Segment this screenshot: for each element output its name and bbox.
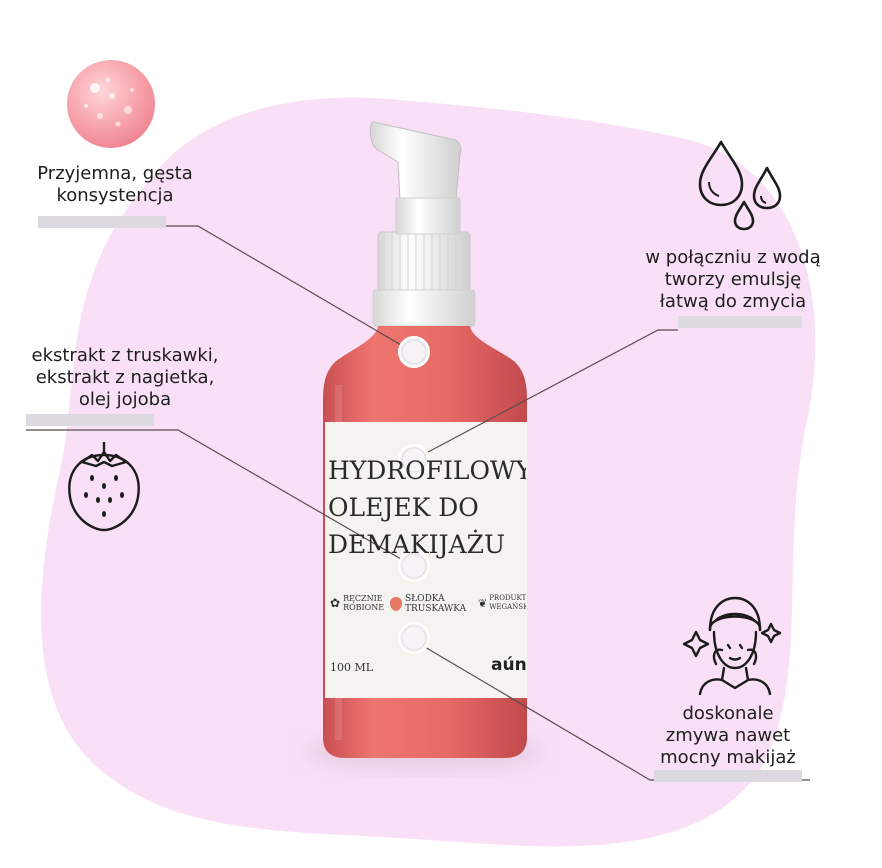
marker-texture [398, 336, 430, 368]
badge-flavor-line-1: SŁODKA [405, 594, 445, 604]
callout-makeup-line-2: zmywa nawet [665, 725, 791, 746]
callout-extracts: ekstrakt z truskawki, ekstrakt z nagietk… [0, 345, 250, 411]
strawberry-icon [68, 442, 140, 532]
marker-emulsion [398, 444, 430, 476]
badge-vegan-line-2: WEGAŃSKI [489, 603, 526, 611]
highlight-bar-extracts [26, 414, 154, 426]
highlight-bar-texture [38, 216, 166, 228]
callout-makeup: doskonale zmywa nawet mocny makijaż [628, 703, 828, 769]
callout-emulsion-line-3: łatwą do zmycia [659, 291, 807, 312]
badge-handmade: ✿ RĘCZNIE ROBIONE [330, 594, 384, 612]
bottle-title: HYDROFILOWY OLEJEK DO DEMAKIJAŻU [328, 452, 526, 563]
highlight-bar-makeup [654, 770, 802, 782]
callout-texture-line-1: Przyjemna, gęsta [37, 163, 193, 184]
callout-makeup-line-1: doskonale [682, 703, 774, 724]
brand-logo: aúna [491, 655, 527, 675]
bottle-volume: 100 ML [330, 661, 374, 674]
lotus-icon: ❦ [478, 596, 488, 610]
badge-vegan: ❦ PRODUKT WEGAŃSKI [478, 594, 526, 612]
leaf-icon: ✿ [330, 595, 341, 610]
badge-flavor: SŁODKA TRUSKAWKA [390, 594, 466, 614]
callout-emulsion: w połączniu z wodą tworzy emulsję łatwą … [608, 247, 858, 313]
callout-emulsion-line-1: w połączniu z wodą [645, 247, 821, 268]
callout-texture: Przyjemna, gęsta konsystencja [10, 163, 220, 207]
marker-extracts [398, 550, 430, 582]
callout-markers [398, 336, 430, 654]
callout-texture-line-2: konsystencja [56, 185, 174, 206]
badge-handmade-line-1: RĘCZNIE [343, 594, 383, 603]
badge-handmade-line-2: ROBIONE [343, 603, 385, 612]
bottle-title-line-2: OLEJEK DO [328, 493, 479, 522]
callout-makeup-line-3: mocny makijaż [660, 747, 796, 768]
callout-extracts-line-3: olej jojoba [78, 389, 172, 410]
callout-extracts-line-1: ekstrakt z truskawki, [31, 345, 219, 366]
strawberry-mini-icon [390, 597, 402, 611]
woman-face-icon [682, 596, 782, 696]
gel-drop-icon [67, 60, 155, 148]
marker-makeup [398, 622, 430, 654]
bottle-title-line-3: DEMAKIJAŻU [328, 530, 506, 559]
badge-flavor-line-2: TRUSKAWKA [405, 604, 467, 614]
badge-vegan-line-1: PRODUKT [489, 594, 526, 602]
water-drops-icon [698, 140, 782, 231]
highlight-bar-emulsion [678, 316, 802, 328]
callout-extracts-line-2: ekstrakt z nagietka, [35, 367, 215, 388]
callout-emulsion-line-2: tworzy emulsję [664, 269, 802, 290]
bottle-title-line-1: HYDROFILOWY [328, 456, 526, 485]
